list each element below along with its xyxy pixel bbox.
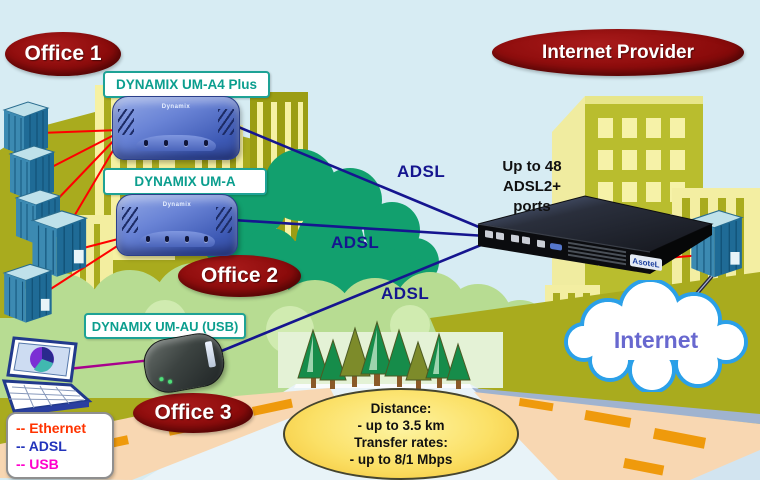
- dslam-capacity-note: Up to 48 ADSL2+ ports: [482, 157, 582, 217]
- internet-provider-bubble: Internet Provider: [492, 29, 744, 76]
- server-cabinet: [8, 145, 56, 200]
- internet-provider-label: Internet Provider: [541, 41, 695, 63]
- server-cabinet: [30, 210, 89, 277]
- internet-cloud-label: Internet: [614, 327, 699, 353]
- led-indicator: [159, 376, 164, 382]
- info-line: Transfer rates:: [354, 435, 448, 450]
- led-indicator: [165, 236, 170, 242]
- capacity-line: Up to 48: [502, 158, 562, 175]
- adsl-tag-3: ADSL: [381, 284, 430, 303]
- vent-grille: [118, 109, 134, 135]
- modem-side-label: [204, 340, 217, 368]
- modem-2-name-text: DYNAMIX UM-A: [134, 174, 236, 189]
- modem-1-name-text: DYNAMIX UM-A4 Plus: [115, 77, 257, 92]
- modem-1-name-label: DYNAMIX UM-A4 Plus: [103, 71, 270, 98]
- led-indicator: [203, 236, 208, 242]
- office-2-bubble: Office 2: [178, 255, 301, 297]
- modem-2-name-label: DYNAMIX UM-A: [103, 168, 267, 195]
- vent-grille: [216, 207, 232, 233]
- adsl-modem-um-a: Dynamix: [116, 194, 238, 256]
- office-1-bubble: Office 1: [5, 32, 121, 76]
- info-bubble: Distance: - up to 3.5 km Transfer rates:…: [283, 388, 519, 480]
- office-3-label: Office 3: [154, 401, 232, 424]
- laptop: [1, 336, 93, 416]
- modem-3-name-text: DYNAMIX UM-AU (USB): [91, 318, 239, 334]
- led-indicator: [163, 140, 168, 146]
- led-indicator: [204, 140, 209, 146]
- ethernet-lines: [39, 129, 703, 293]
- info-line: Distance:: [370, 401, 432, 416]
- dslam-ports: [485, 230, 545, 248]
- office-1-label: Office 1: [24, 42, 102, 65]
- legend: -- Ethernet -- ADSL -- USB: [6, 412, 114, 479]
- server-cabinet: [2, 263, 54, 323]
- led-panel: [135, 135, 217, 151]
- office-3-bubble: Office 3: [133, 393, 253, 433]
- modem-brand-text: Dynamix: [161, 104, 191, 110]
- capacity-line: ports: [513, 198, 551, 215]
- vent-grille: [122, 207, 138, 233]
- led-indicator: [167, 379, 173, 385]
- adsl-tag-1: ADSL: [397, 162, 446, 181]
- internet-cloud: Internet: [564, 280, 748, 392]
- office-2-label: Office 2: [200, 264, 279, 287]
- led-indicator: [184, 236, 189, 242]
- led-panel: [138, 231, 216, 247]
- info-line: - up to 8/1 Mbps: [349, 452, 453, 467]
- office-computers: [2, 101, 89, 323]
- legend-item-ethernet: -- Ethernet: [16, 420, 86, 436]
- legend-item-usb: -- USB: [16, 456, 59, 472]
- modem-3-name-label: DYNAMIX UM-AU (USB): [84, 313, 246, 339]
- dslam-vent-grid: [568, 241, 626, 266]
- led-indicator: [143, 140, 148, 146]
- server-cabinet: [2, 101, 50, 156]
- dslam-logo: AsoteL: [632, 256, 659, 269]
- led-indicator: [146, 236, 151, 242]
- dslam-device: AsoteL: [477, 195, 714, 274]
- adsl-lines: [218, 124, 487, 354]
- legend-item-adsl: -- ADSL: [16, 438, 67, 454]
- pine-trees: [297, 320, 471, 389]
- info-line: - up to 3.5 km: [357, 418, 445, 433]
- vent-grille: [218, 109, 234, 135]
- led-indicator: [184, 140, 189, 146]
- modem-brand-text: Dynamix: [162, 202, 192, 208]
- adsl-tag-2: ADSL: [331, 233, 380, 252]
- capacity-line: ADSL2+: [503, 178, 561, 195]
- adsl-modem-um-a4: Dynamix: [112, 96, 240, 160]
